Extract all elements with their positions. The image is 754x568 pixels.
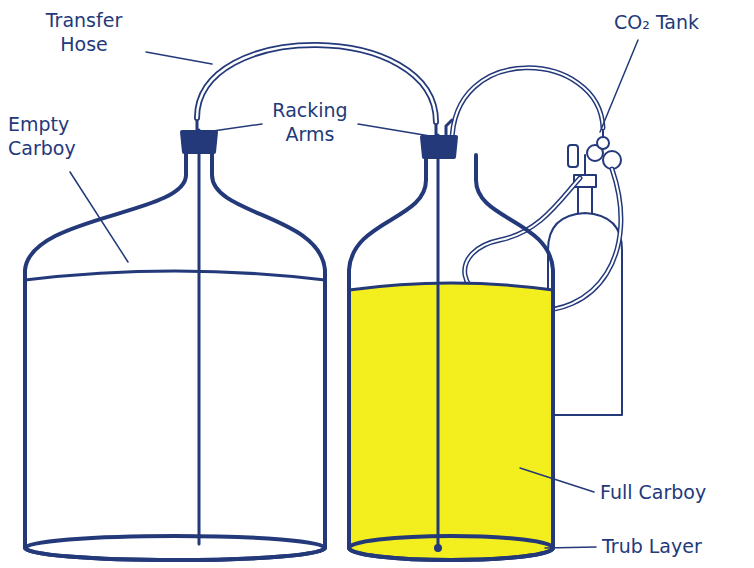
part-label: Empty Carboy	[8, 112, 118, 160]
part-label: Racking Arms	[258, 98, 362, 146]
part-label: Transfer Hose	[22, 8, 146, 56]
leader-lines	[70, 40, 638, 548]
part-label: CO₂ Tank	[614, 10, 744, 34]
part-label: Trub Layer	[602, 534, 750, 558]
part-label: Full Carboy	[600, 480, 750, 504]
